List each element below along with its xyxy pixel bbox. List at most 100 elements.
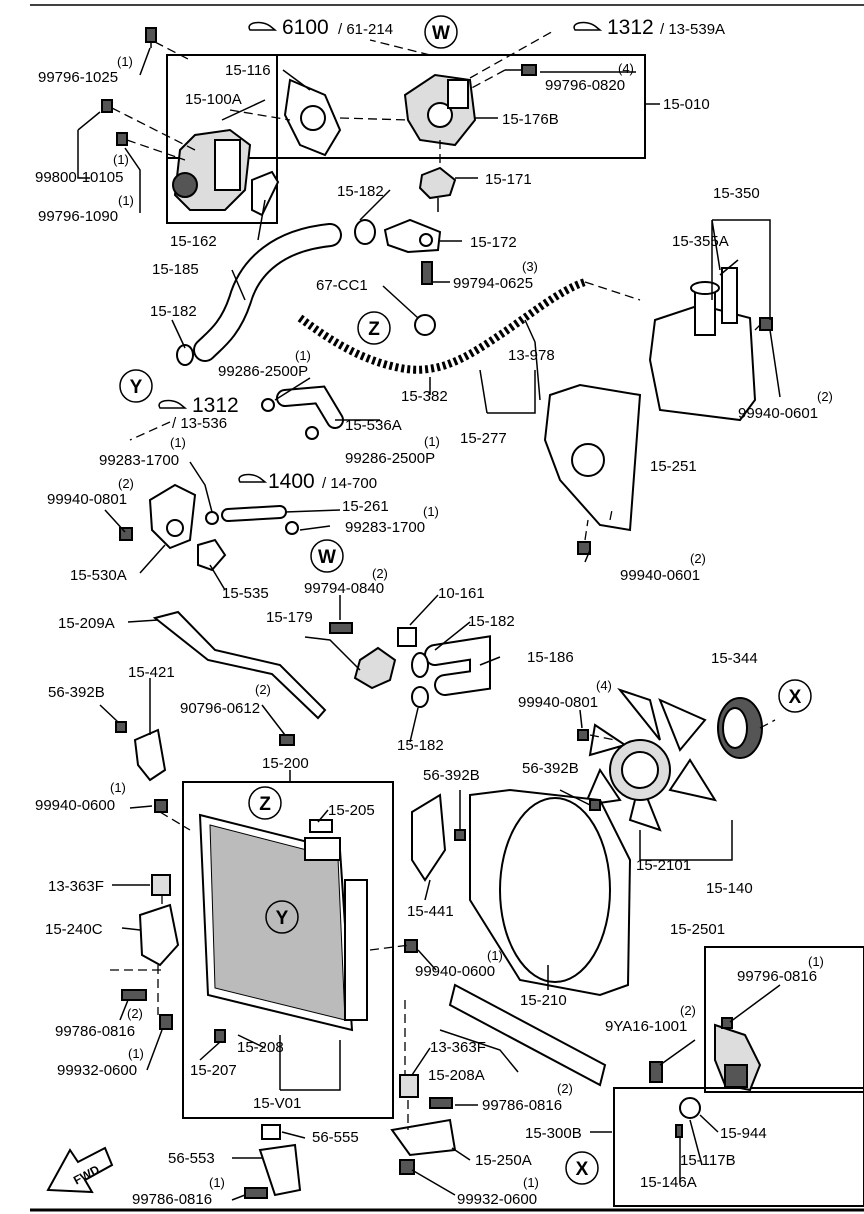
bolt-99794-0840 <box>329 622 353 634</box>
bracket-15-240c <box>138 903 180 967</box>
clip-56-392b-a <box>115 721 127 733</box>
label-56-392b-b: 56-392B <box>423 767 480 784</box>
label-90796-0612: 90796-0612 <box>180 700 260 717</box>
qty-99940-0600-b: (1) <box>487 948 503 963</box>
ref-1312-top: 1312 <box>607 16 654 39</box>
drain-plug-15-207 <box>214 1029 226 1043</box>
qty-99940-0601-a: (2) <box>817 389 833 404</box>
leader-fan <box>589 719 776 741</box>
clamp-99286-a <box>261 398 275 412</box>
label-15-205: 15-205 <box>328 802 375 819</box>
qty-90796-0612: (2) <box>255 682 271 697</box>
circle-z-top: Z <box>357 311 391 345</box>
radiator-stay <box>152 610 327 720</box>
qty-99796-0816: (1) <box>808 954 824 969</box>
bolt-99794-0625 <box>421 261 433 285</box>
ref-1312-left-callout: 1312 / 13-536 <box>129 394 239 441</box>
label-15-210: 15-210 <box>520 992 567 1009</box>
label-15-344: 15-344 <box>711 650 758 667</box>
qty-99932-0600-b: (1) <box>523 1175 539 1190</box>
bolt-99786-0816-a <box>121 989 147 1001</box>
label-15-176b: 15-176B <box>502 111 559 128</box>
label-15-251: 15-251 <box>650 458 697 475</box>
svg-text:W: W <box>432 23 450 44</box>
label-99932-0600-a: 99932-0600 <box>57 1062 137 1079</box>
qty-99796-0820: (4) <box>618 61 634 76</box>
coolant-outlet <box>383 218 442 254</box>
label-99940-0801-b: 99940-0801 <box>518 694 598 711</box>
label-99940-0600-b: 99940-0600 <box>415 963 495 980</box>
thermostat <box>418 166 457 212</box>
bolt-99796-1090 <box>116 132 128 146</box>
label-99800-10105: 99800-10105 <box>35 169 123 186</box>
ref-6100-sub: / 61-214 <box>338 21 393 38</box>
hose-clamp-b <box>176 344 194 366</box>
label-99283-1700-b: 99283-1700 <box>345 519 425 536</box>
bolt-90796-0612 <box>279 734 295 746</box>
bracket-15-250a <box>390 1118 457 1157</box>
svg-text:Y: Y <box>276 908 289 929</box>
label-15-185: 15-185 <box>152 261 199 278</box>
label-99286-2500p-b: 99286-2500P <box>345 450 435 467</box>
nut-99940-0601-a <box>759 317 773 331</box>
label-15-530a: 15-530A <box>70 567 127 584</box>
water-pump-lower-box <box>166 54 278 224</box>
label-15-208a: 15-208A <box>428 1067 485 1084</box>
label-15-207: 15-207 <box>190 1062 237 1079</box>
qty-99286-2500p-a: (1) <box>295 348 311 363</box>
qty-99786-0816-c: (1) <box>209 1175 225 1190</box>
clamp-99283-b <box>285 521 299 535</box>
label-15-350: 15-350 <box>713 185 760 202</box>
bracket-15-208a <box>448 983 607 1087</box>
label-13-363f-a: 13-363F <box>48 878 104 895</box>
forward-arrow-icon: FWD <box>46 1146 114 1194</box>
bolt-99796-1025 <box>145 27 157 48</box>
svg-text:W: W <box>318 547 336 568</box>
coolant-reservoir <box>648 267 757 422</box>
ref-1312-left-sub: / 13-536 <box>172 415 227 432</box>
qty-99940-0600-a: (1) <box>110 780 126 795</box>
nut-99932-0600-b <box>399 1159 415 1175</box>
bolt-9ya16-1001 <box>649 1061 663 1083</box>
lower-radiator-hose-inner <box>426 637 489 694</box>
water-pump-body <box>172 128 252 211</box>
label-15-010: 15-010 <box>663 96 710 113</box>
label-99940-0601-a: 99940-0601 <box>738 405 818 422</box>
label-15-536a: 15-536A <box>345 417 402 434</box>
label-99794-0625: 99794-0625 <box>453 275 533 292</box>
mount-13-363f-a <box>151 874 171 896</box>
label-56-553: 56-553 <box>168 1150 215 1167</box>
label-15-261: 15-261 <box>342 498 389 515</box>
label-15-182-d: 15-182 <box>397 737 444 754</box>
qty-99796-1025: (1) <box>117 54 133 69</box>
nut-99940-0600-a <box>154 799 168 813</box>
label-99940-0600-a: 99940-0600 <box>35 797 115 814</box>
arrow-1312-top <box>469 29 556 79</box>
fan-motor-sensor <box>714 1023 762 1092</box>
hose-15-261-inner <box>223 507 285 520</box>
label-15-2101: 15-2101 <box>636 857 691 874</box>
ref-1400-sub: / 14-700 <box>322 475 377 492</box>
label-67-cc1: 67-CC1 <box>316 277 368 294</box>
svg-text:Z: Z <box>368 319 380 340</box>
clip-56-392b-c <box>589 799 601 811</box>
clamp-99283-a <box>205 511 219 525</box>
qty-99786-0816-b: (2) <box>557 1081 573 1096</box>
nut-99940-0601-b <box>577 541 591 555</box>
label-10-161: 10-161 <box>438 585 485 602</box>
label-15-300b: 15-300B <box>525 1125 582 1142</box>
bolt-99786-0816-b <box>429 1097 453 1109</box>
svg-text:X: X <box>789 687 802 708</box>
qty-99932-0600-a: (1) <box>128 1046 144 1061</box>
ref-1400: 1400 <box>268 470 315 493</box>
label-99932-0600-b: 99932-0600 <box>457 1191 537 1208</box>
qty-99283-1700-a: (1) <box>170 435 186 450</box>
shroud-15-441 <box>411 793 447 882</box>
thermostat-housing <box>403 73 477 147</box>
label-99786-0816-a: 99786-0816 <box>55 1023 135 1040</box>
ref-1312-top-sub: / 13-539A <box>660 21 725 38</box>
label-15-277: 15-277 <box>460 430 507 447</box>
qty-99794-0625: (3) <box>522 259 538 274</box>
nut-99932-0600-a <box>159 1014 173 1030</box>
bolt-99796-0820 <box>505 64 537 76</box>
